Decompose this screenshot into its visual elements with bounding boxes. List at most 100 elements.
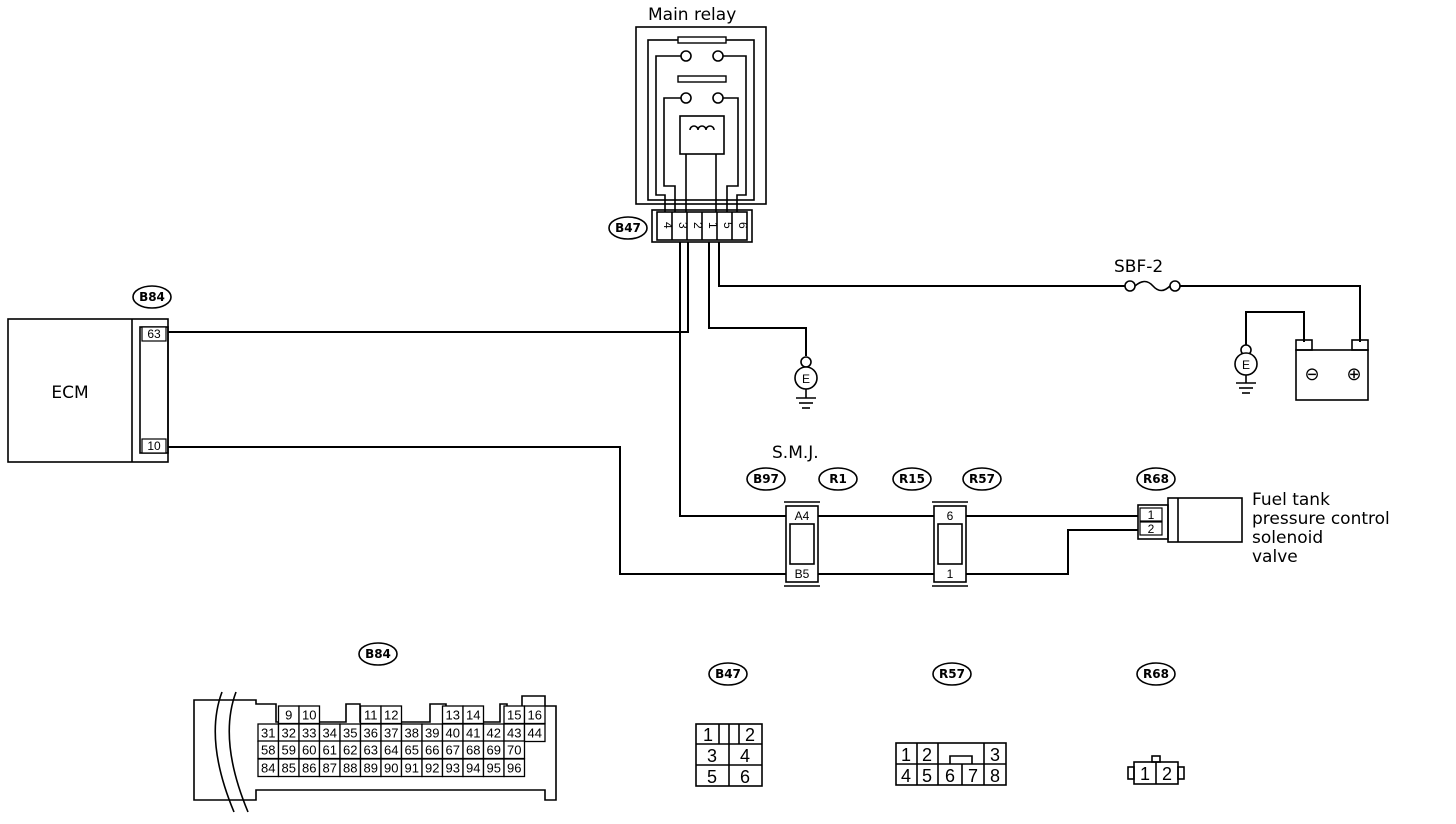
relay-pin-2: 2 bbox=[691, 222, 705, 229]
b84-pin-63: 63 bbox=[364, 743, 378, 758]
b84-pin-61: 61 bbox=[323, 743, 337, 758]
r68-pin-1: 1 bbox=[1148, 508, 1155, 522]
r57-pin-1: 1 bbox=[947, 567, 954, 581]
b47-face-pin-5: 5 bbox=[707, 767, 717, 787]
ground-battery: E bbox=[1234, 344, 1258, 394]
b84-pin-86: 86 bbox=[302, 761, 316, 776]
b84-pin-32: 32 bbox=[282, 726, 296, 741]
ecm-label: ECM bbox=[51, 383, 88, 403]
solenoid-label-4: valve bbox=[1252, 547, 1298, 567]
b84-pin-93: 93 bbox=[446, 761, 460, 776]
b84-pin-62: 62 bbox=[343, 743, 357, 758]
wires bbox=[168, 242, 1361, 575]
b47-face-pin-1: 1 bbox=[703, 725, 713, 745]
b84-pin-14: 14 bbox=[466, 708, 480, 723]
r68-face-pin-1: 1 bbox=[1140, 764, 1150, 784]
b84-pin-87: 87 bbox=[323, 761, 337, 776]
svg-text:R15: R15 bbox=[899, 472, 925, 486]
r57-pin-6: 6 bbox=[947, 509, 954, 523]
r68-connector-face: R68 1 2 bbox=[1127, 662, 1185, 785]
tag-r68-top: R68 bbox=[1136, 467, 1176, 491]
b84-pin-43: 43 bbox=[507, 726, 521, 741]
svg-text:R57: R57 bbox=[939, 667, 965, 681]
ecm-pin-63: 63 bbox=[147, 327, 161, 341]
r57-face-pin-4: 4 bbox=[901, 766, 911, 786]
b84-pin-33: 33 bbox=[302, 726, 316, 741]
battery-plus-icon: ⊕ bbox=[1346, 364, 1361, 384]
smj-label: S.M.J. bbox=[772, 443, 819, 463]
b84-pin-31: 31 bbox=[261, 726, 275, 741]
r68-solenoid: R68 1 2 Fuel tank pressure control solen… bbox=[1136, 467, 1390, 567]
tag-b47-top: B47 bbox=[608, 216, 648, 240]
svg-text:B47: B47 bbox=[715, 667, 741, 681]
tag-r1: R1 bbox=[818, 467, 858, 491]
svg-text:B97: B97 bbox=[753, 472, 779, 486]
b84-pin-92: 92 bbox=[425, 761, 439, 776]
tag-r57-face: R57 bbox=[932, 662, 972, 686]
r68-pin-2: 2 bbox=[1148, 522, 1155, 536]
r57-face-pin-5: 5 bbox=[922, 766, 932, 786]
r57-face-pin-2: 2 bbox=[922, 745, 932, 765]
b84-pin-67: 67 bbox=[446, 743, 460, 758]
b84-pin-85: 85 bbox=[282, 761, 296, 776]
b84-pin-88: 88 bbox=[343, 761, 357, 776]
b84-pin-9: 9 bbox=[285, 708, 292, 723]
b84-pin-66: 66 bbox=[425, 743, 439, 758]
b47-face-pin-6: 6 bbox=[740, 767, 750, 787]
r68-face-pin-2: 2 bbox=[1162, 764, 1172, 784]
relay-pin-5: 5 bbox=[721, 222, 735, 229]
b47-connector-face: B47 1 2 3 4 5 6 bbox=[695, 662, 763, 787]
b84-pin-cell bbox=[503, 758, 526, 778]
b84-pin-11: 11 bbox=[364, 708, 378, 723]
tag-b84-face: B84 bbox=[358, 642, 398, 666]
r57-face-pin-1: 1 bbox=[901, 745, 911, 765]
battery-minus-icon: ⊖ bbox=[1304, 364, 1319, 384]
svg-text:B84: B84 bbox=[139, 290, 165, 304]
r57-connector-face: R57 1 2 3 4 5 6 7 8 bbox=[895, 662, 1007, 786]
ecm-pin-10: 10 bbox=[147, 439, 161, 453]
r57-face-pin-7: 7 bbox=[968, 766, 978, 786]
r57-face-pin-8: 8 bbox=[990, 766, 1000, 786]
svg-text:R1: R1 bbox=[829, 472, 847, 486]
main-relay-label: Main relay bbox=[648, 5, 736, 25]
solenoid-label-3: solenoid bbox=[1252, 528, 1323, 548]
smj-pin-a4: A4 bbox=[795, 509, 810, 523]
relay-pin-1: 1 bbox=[706, 222, 720, 229]
r57-face-pin-3: 3 bbox=[990, 745, 1000, 765]
b84-pin-91: 91 bbox=[405, 761, 419, 776]
b84-pin-59: 59 bbox=[282, 743, 296, 758]
b84-pin-15: 15 bbox=[507, 708, 521, 723]
svg-text:B84: B84 bbox=[365, 647, 391, 661]
fuse-label: SBF-2 bbox=[1114, 257, 1163, 277]
b84-pin-cell bbox=[523, 723, 546, 743]
smj-connector: S.M.J. B97 R1 A4 B5 bbox=[746, 443, 858, 587]
b84-pin-60: 60 bbox=[302, 743, 316, 758]
tag-b84-top: B84 bbox=[132, 285, 172, 309]
r57-face-pin-6: 6 bbox=[945, 766, 955, 786]
b84-pin-16: 16 bbox=[528, 708, 542, 723]
relay-pin-3: 3 bbox=[676, 222, 690, 229]
b84-pin-12: 12 bbox=[384, 708, 398, 723]
b84-pin-95: 95 bbox=[487, 761, 501, 776]
b84-pin-70: 70 bbox=[507, 743, 521, 758]
b84-pin-69: 69 bbox=[487, 743, 501, 758]
relay-pin-4: 4 bbox=[661, 222, 675, 229]
b84-pin-37: 37 bbox=[384, 726, 398, 741]
ground-relay: E bbox=[794, 356, 818, 409]
tag-r57: R57 bbox=[962, 467, 1002, 491]
b84-pin-65: 65 bbox=[405, 743, 419, 758]
main-relay: Main relay 4 3 2 1 5 6 bbox=[635, 5, 767, 243]
b84-pin-41: 41 bbox=[466, 726, 480, 741]
ecm-unit: 63 10 ECM bbox=[7, 318, 169, 463]
b84-pin-96: 96 bbox=[507, 761, 521, 776]
b84-pin-84: 84 bbox=[261, 761, 275, 776]
b84-pin-64: 64 bbox=[384, 743, 398, 758]
tag-r68-face: R68 bbox=[1136, 662, 1176, 686]
smj-pin-b5: B5 bbox=[795, 567, 810, 581]
b84-pin-10: 10 bbox=[302, 708, 316, 723]
b84-pin-35: 35 bbox=[343, 726, 357, 741]
b84-pin-68: 68 bbox=[466, 743, 480, 758]
b84-pin-13: 13 bbox=[446, 708, 460, 723]
